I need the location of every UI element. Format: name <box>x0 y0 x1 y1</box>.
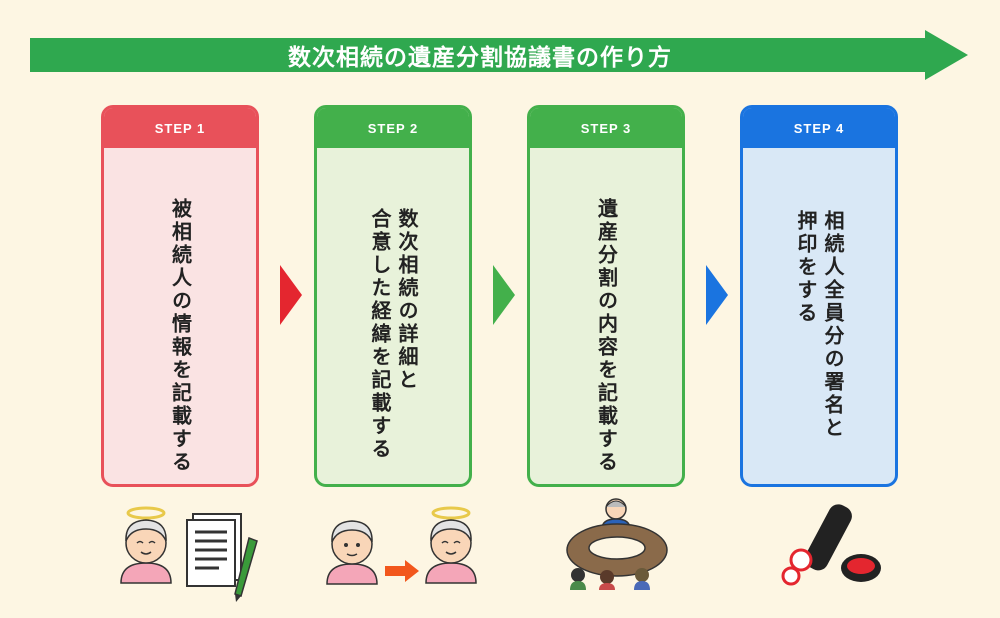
step-label: STEP 3 <box>530 108 682 148</box>
step-label: STEP 1 <box>104 108 256 148</box>
family-meeting-table-icon <box>566 498 668 590</box>
grandmother-icon <box>326 520 378 585</box>
deceased-grandmother-icon <box>120 506 172 584</box>
page-title: 数次相続の遺産分割協議書の作り方 <box>288 45 672 71</box>
green-chevron-icon <box>493 265 515 325</box>
step-card-2: STEP 2 数次相続の詳細と 合意した経緯を記載する <box>314 105 472 487</box>
step-label: STEP 2 <box>317 108 469 148</box>
banner-arrow-shape <box>30 30 968 80</box>
step-card-3: STEP 3 遺産分割の内容を記載する <box>527 105 685 487</box>
step-description: 被相続人の情報を記載する <box>168 198 193 474</box>
step-description: 数次相続の詳細と 合意した経緯を記載する <box>368 208 419 461</box>
blue-chevron-icon <box>706 265 728 325</box>
document-pen-icon <box>186 513 258 602</box>
title-banner: 数次相続の遺産分割協議書の作り方 <box>30 30 970 80</box>
step-label: STEP 4 <box>743 108 895 148</box>
deceased-grandmother-icon <box>425 506 477 584</box>
step-card-4: STEP 4 相続人全員分の署名と 押印をする <box>740 105 898 487</box>
hanko-seal-icon <box>781 504 881 586</box>
step-card-1: STEP 1 被相続人の情報を記載する <box>101 105 259 487</box>
step-description: 相続人全員分の署名と 押印をする <box>794 210 845 440</box>
orange-arrow-icon <box>385 560 419 582</box>
red-chevron-icon <box>280 265 302 325</box>
step-description: 遺産分割の内容を記載する <box>594 198 619 474</box>
